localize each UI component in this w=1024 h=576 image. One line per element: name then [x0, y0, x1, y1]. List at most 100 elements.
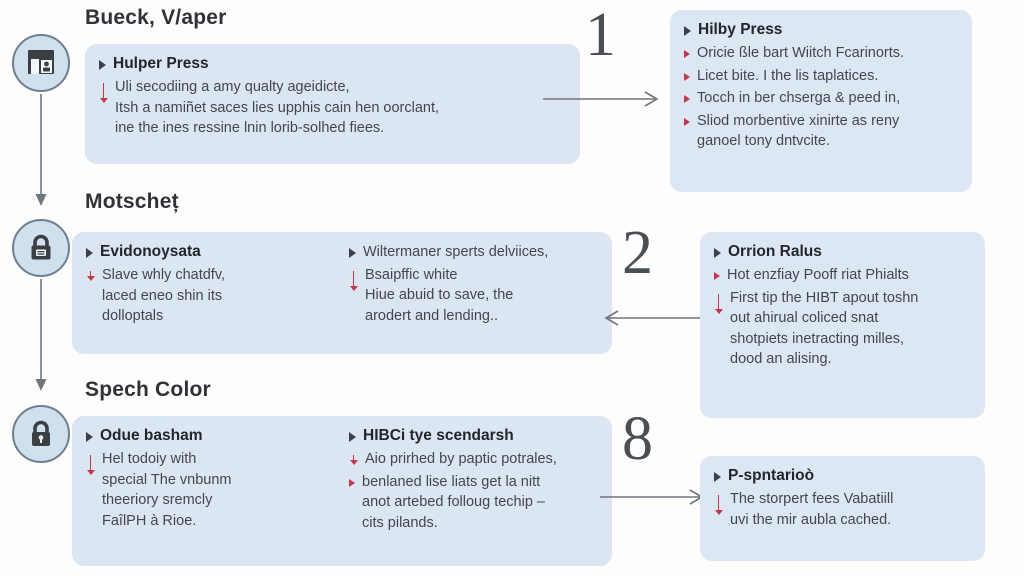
body-line: Hot enzfiay Pooff riat Phialts: [727, 266, 909, 283]
bullet-body-row: Licet bite. I the lis taplatices.: [684, 66, 958, 87]
panel-section-2: Evidonoysata Slave whly chatdfv, laced e…: [72, 232, 612, 354]
bullet-body-row: First tip the HIBT apout toshn out ahiru…: [714, 288, 971, 370]
body-line: Hel todoiy with: [102, 450, 197, 467]
triangle-bullet-icon: [714, 248, 721, 258]
bullet-body-row: Bsaipffic white Hiue abuid to save, the …: [349, 265, 598, 327]
triangle-bullet-icon: [86, 248, 93, 258]
body-line: Sliod morbentive xinirte as reny: [697, 112, 900, 129]
bullet-body: Slave whly chatdfv, laced eneo shin its …: [102, 265, 225, 327]
body-line: Uli secodiing a amy qualty ageidicte,: [115, 78, 350, 95]
section-heading-3: Spech Color: [85, 378, 211, 401]
bullet-heading-row: Evidonoysata: [86, 242, 335, 263]
triangle-bullet-icon: [86, 432, 93, 442]
body-line: dood an alising.: [730, 351, 832, 368]
bullet-body-row: Hot enzfiay Pooff riat Phialts: [714, 265, 971, 286]
bullet-body-row: Uli secodiing a amy qualty ageidicte, It…: [99, 77, 566, 139]
bullet-body: Uli secodiing a amy qualty ageidicte, It…: [115, 77, 439, 139]
body-line: Bsaipffic white: [365, 266, 458, 283]
panel-column: HIBCi tye scendarsh Aio prirhed by papti…: [349, 426, 598, 535]
bullet-heading-row: P-spntarioò: [714, 466, 971, 487]
body-line: First tip the HIBT apout toshn out ahiru…: [730, 288, 918, 370]
body-line: special The vnbunm: [102, 471, 232, 488]
red-down-arrow-icon: [714, 493, 723, 511]
bullet-body-row: Hel todoiy with special The vnbunm theer…: [86, 449, 335, 531]
body-line: dolloptals: [102, 308, 164, 325]
bullet-heading-row: Hulper Press: [99, 54, 566, 75]
red-triangle-bullet-icon: [349, 478, 355, 487]
red-down-arrow-icon: [86, 453, 95, 471]
bullet-body-row: Tocch in ber chserga & peed in,: [684, 88, 958, 109]
body-line: Hiue abuid to save, the: [365, 287, 514, 304]
body-line: out ahirual coliced snat: [730, 310, 879, 327]
red-triangle-bullet-icon: [684, 72, 690, 81]
body-line: anot artebed folloug techip –: [362, 494, 545, 511]
body-line: shotpiets inetracting milles,: [730, 330, 905, 347]
body-line: ganoel tony dntvcite.: [697, 133, 831, 150]
body-line: Tocch in ber chserga & peed in,: [697, 90, 901, 107]
body-line: The storpert fees Vabatiill uvi the mir …: [730, 489, 893, 530]
triangle-bullet-icon: [349, 432, 356, 442]
arrow-left-icon-2: [600, 307, 720, 329]
bullet-body-row: The storpert fees Vabatiill uvi the mir …: [714, 489, 971, 530]
panel-section-3: Odue basham Hel todoiy with special The …: [72, 416, 612, 566]
body-line: Licet bite. I the lis taplatices.: [697, 67, 879, 84]
body-line: Sliod morbentive xinirte as reny ganoel …: [697, 111, 899, 152]
bullet-heading-row: Wiltermaner sperts delviices,: [349, 242, 598, 263]
bullet-heading: P-spntarioò: [728, 467, 815, 484]
bullet-heading: Wiltermaner sperts delviices,: [363, 244, 549, 260]
red-down-arrow-icon: [714, 292, 723, 310]
red-triangle-bullet-icon: [714, 271, 720, 280]
body-line: Slave whly chatdfv,: [102, 266, 226, 283]
panel-column: Hulper Press Uli secodiing a amy qualty …: [99, 54, 566, 141]
panel-step-3: P-spntarioò The storpert fees Vabatiill …: [700, 456, 985, 561]
body-line: benlaned lise liats get la nitt: [362, 473, 541, 490]
panel-column: Odue basham Hel todoiy with special The …: [86, 426, 335, 535]
body-line: laced eneo shin its: [102, 287, 223, 304]
red-down-arrow-icon: [349, 269, 358, 287]
body-line: ine the ines ressine lnin lorib-solhed f…: [115, 120, 385, 137]
triangle-bullet-icon: [99, 60, 106, 70]
step-number-3: 8: [622, 405, 653, 473]
bullet-body-row: Aio prirhed by paptic potrales,: [349, 449, 598, 470]
briefcase-person-icon: [12, 34, 70, 92]
step-number-2: 2: [622, 219, 653, 287]
section-heading-1: Bueck, V/aper: [85, 6, 227, 29]
body-line: FaîlPH à Rioe.: [102, 512, 197, 529]
body-line: First tip the HIBT apout toshn: [730, 289, 919, 306]
lock-keyhole-icon: [12, 405, 70, 463]
triangle-bullet-icon: [714, 472, 721, 482]
step-number-1: 1: [585, 1, 616, 69]
bullet-heading: Evidonoysata: [100, 243, 201, 260]
bullet-body: Bsaipffic white Hiue abuid to save, the …: [365, 265, 513, 327]
bullet-body: Hel todoiy with special The vnbunm theer…: [102, 449, 232, 531]
body-line: benlaned lise liats get la nitt anot art…: [362, 472, 545, 534]
red-triangle-bullet-icon: [684, 95, 690, 104]
bullet-heading-row: Odue basham: [86, 426, 335, 447]
red-triangle-bullet-icon: [684, 49, 690, 58]
panel-column: Evidonoysata Slave whly chatdfv, laced e…: [86, 242, 335, 329]
section-heading-2: Motscheț: [85, 190, 179, 213]
red-triangle-bullet-icon: [684, 117, 690, 126]
bullet-heading-row: Hilby Press: [684, 20, 958, 41]
connector-down-2: [27, 279, 57, 397]
body-line: Aio prirhed by paptic potrales,: [365, 450, 557, 467]
bullet-heading: Orrion Ralus: [728, 243, 822, 260]
panel-step-1: Hilby Press Oricie ßle bart Wiitch Fcari…: [670, 10, 972, 192]
arrow-right-icon-1: [543, 88, 673, 110]
bullet-heading: Hulper Press: [113, 55, 209, 72]
bullet-heading: Odue basham: [100, 427, 203, 444]
body-line: Itsh a namiñet saces lies upphis cain he…: [115, 99, 440, 116]
red-down-arrow-icon: [99, 81, 108, 99]
triangle-bullet-icon: [684, 26, 691, 36]
bullet-heading: Hilby Press: [698, 21, 783, 38]
bullet-heading-row: HIBCi tye scendarsh: [349, 426, 598, 447]
body-line: uvi the mir aubla cached.: [730, 511, 892, 528]
panel-column: Wiltermaner sperts delviices, Bsaipffic …: [349, 242, 598, 329]
connector-down-1: [27, 94, 57, 212]
bullet-heading: HIBCi tye scendarsh: [363, 427, 514, 444]
bullet-body-row: Sliod morbentive xinirte as reny ganoel …: [684, 111, 958, 152]
body-line: Oricie ßle bart Wiitch Fcarinorts.: [697, 44, 905, 61]
lock-card-icon: [12, 219, 70, 277]
body-line: The storpert fees Vabatiill: [730, 490, 894, 507]
